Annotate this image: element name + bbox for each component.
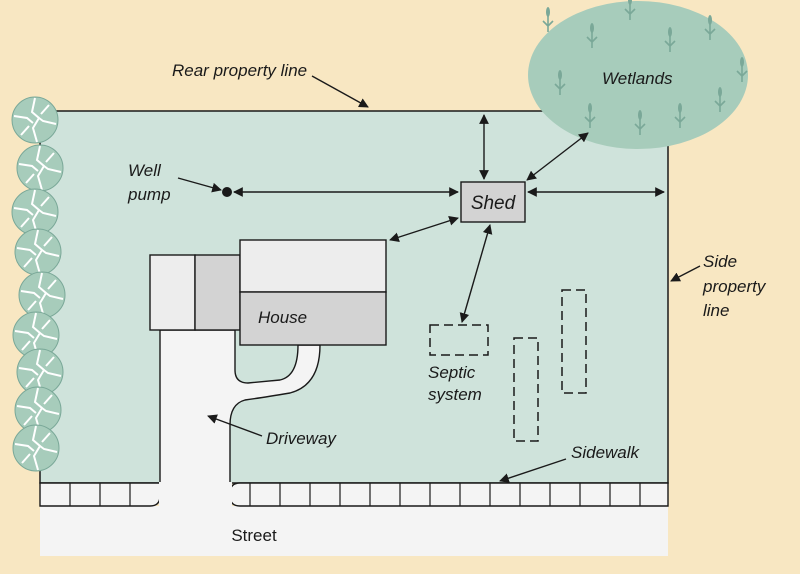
driveway-label: Driveway <box>266 429 337 448</box>
pointer-well <box>177 177 222 193</box>
well-label-line1: Well <box>128 161 162 180</box>
septic-system <box>429 289 587 442</box>
septic-label-line2: system <box>428 385 482 404</box>
septic-label-line1: Septic <box>428 363 476 382</box>
pointer-side-property-line <box>670 265 701 282</box>
side-property-line-label-line3: line <box>703 301 729 320</box>
well-dot-icon <box>222 187 232 197</box>
tree-icon <box>18 271 66 319</box>
side-property-line-label-line1: Side <box>703 252 737 271</box>
driveway <box>159 329 321 507</box>
shed <box>460 181 526 223</box>
side-property-line-label-line2: property <box>702 277 767 296</box>
tree-icon <box>12 424 60 472</box>
reed-icon <box>542 6 554 33</box>
shed-label: Shed <box>471 193 517 214</box>
arrow-shed-to-septic <box>459 224 493 323</box>
tree-icon <box>11 188 59 236</box>
street <box>40 506 668 556</box>
tree-icon <box>14 228 62 276</box>
wetlands <box>528 0 748 149</box>
pointer-rear-property-line <box>311 75 369 108</box>
sidewalk-label: Sidewalk <box>571 443 641 462</box>
arrow-shed-to-house <box>389 216 459 242</box>
wetlands-label: Wetlands <box>602 69 673 88</box>
pointer-driveway <box>207 414 263 437</box>
driveway-apron <box>159 482 232 510</box>
pointer-sidewalk <box>499 458 567 483</box>
tree-icon <box>11 96 59 144</box>
rear-property-line-label: Rear property line <box>172 61 307 80</box>
house-label: House <box>258 308 307 327</box>
sidewalk <box>39 482 669 507</box>
house <box>149 239 387 346</box>
tree-row <box>11 96 66 472</box>
tree-icon <box>16 144 64 192</box>
street-label: Street <box>231 526 277 545</box>
well-label-line2: pump <box>127 185 171 204</box>
arrow-shed-to-wetlands <box>526 132 589 181</box>
